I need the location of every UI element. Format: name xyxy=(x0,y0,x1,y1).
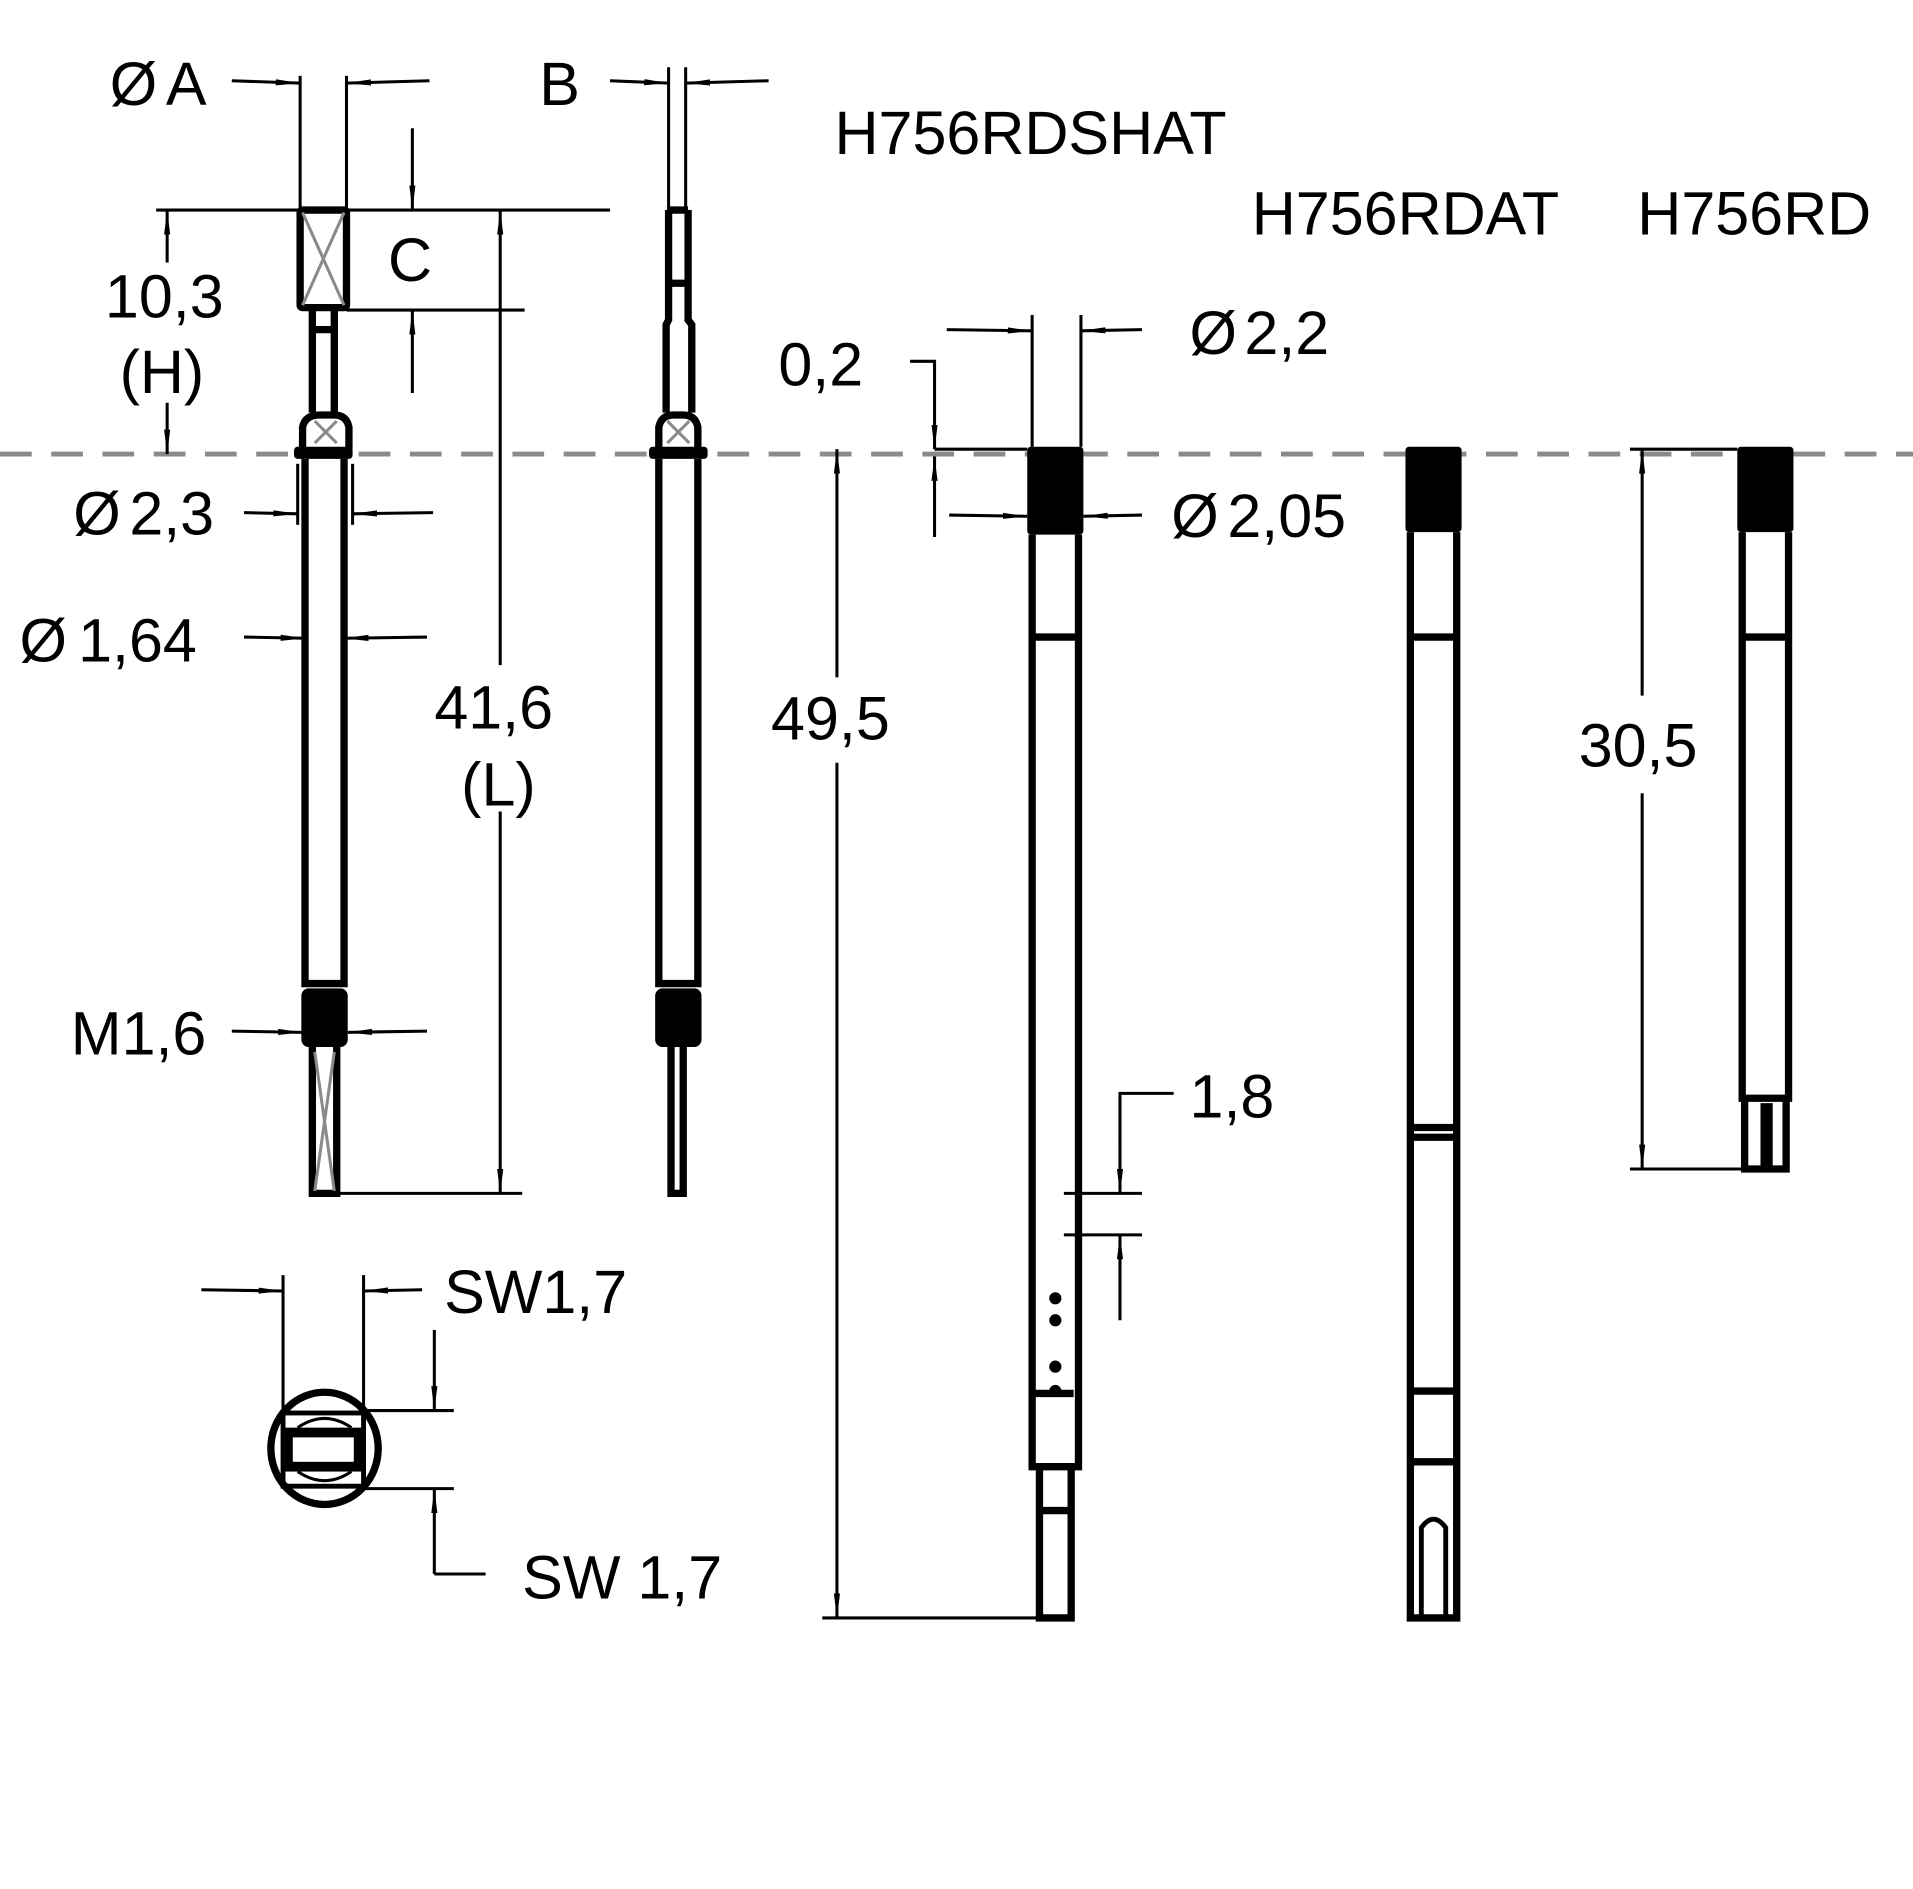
svg-text:M1,6: M1,6 xyxy=(71,999,207,1067)
dimension-long-length: 49,5 xyxy=(771,449,1038,1620)
dimension-c: C xyxy=(346,128,611,394)
dimension-pitch: 1,8 xyxy=(1063,1063,1275,1321)
svg-text:(H): (H) xyxy=(120,338,205,406)
receptacle-h756rdshat xyxy=(1027,446,1084,1622)
svg-text:2,05: 2,05 xyxy=(1227,482,1346,550)
dimension-offset: 0,2 xyxy=(778,331,1028,538)
svg-text:1,8: 1,8 xyxy=(1190,1063,1275,1131)
svg-text:Ø: Ø xyxy=(73,480,120,548)
svg-text:B: B xyxy=(539,50,580,118)
svg-text:0,2: 0,2 xyxy=(778,331,863,399)
svg-text:C: C xyxy=(388,226,432,294)
svg-text:1,64: 1,64 xyxy=(78,606,197,674)
dimension-head-diameter: Ø 2,2 xyxy=(946,299,1329,447)
title-h756rdshat: H756RDSHAT xyxy=(834,99,1226,167)
svg-text:A: A xyxy=(166,50,207,118)
receptacle-h756rd xyxy=(1737,446,1794,1173)
svg-text:30,5: 30,5 xyxy=(1579,711,1698,779)
thread-dimension: M1,6 xyxy=(71,999,428,1067)
svg-text:41,6: 41,6 xyxy=(434,674,553,742)
probe-with-head xyxy=(231,75,430,1198)
title-h756rdat: H756RDAT xyxy=(1252,179,1559,247)
dimension-length: 41,6 (L) xyxy=(339,210,553,1195)
diameter-symbol-icon: Ø xyxy=(110,50,157,118)
diameter-collar-dimension: Ø 2,3 xyxy=(73,480,434,548)
end-view: SW1,7 SW 1,7 xyxy=(201,1258,722,1611)
probe-side-view: B xyxy=(539,50,769,1198)
diameter-shaft-dimension: Ø 1,64 xyxy=(20,606,428,674)
dimension-short-length: 30,5 xyxy=(1579,447,1743,1171)
receptacle-h756rdat xyxy=(1405,446,1462,1622)
svg-text:Ø: Ø xyxy=(1190,299,1237,367)
dimension-height: 10,3 (H) xyxy=(105,208,301,455)
svg-text:Ø: Ø xyxy=(1171,482,1218,550)
svg-text:(L): (L) xyxy=(461,750,536,818)
title-h756rd: H756RD xyxy=(1637,179,1871,247)
svg-text:SW1,7: SW1,7 xyxy=(444,1258,627,1326)
svg-text:Ø: Ø xyxy=(20,606,67,674)
svg-text:SW 1,7: SW 1,7 xyxy=(522,1543,722,1611)
svg-text:10,3: 10,3 xyxy=(105,262,224,330)
svg-text:2,2: 2,2 xyxy=(1244,299,1329,367)
dimension-press-diameter: Ø 2,05 xyxy=(949,482,1346,550)
diameter-a-label: Ø A xyxy=(110,50,207,118)
svg-text:2,3: 2,3 xyxy=(129,480,214,548)
svg-text:49,5: 49,5 xyxy=(771,685,890,753)
